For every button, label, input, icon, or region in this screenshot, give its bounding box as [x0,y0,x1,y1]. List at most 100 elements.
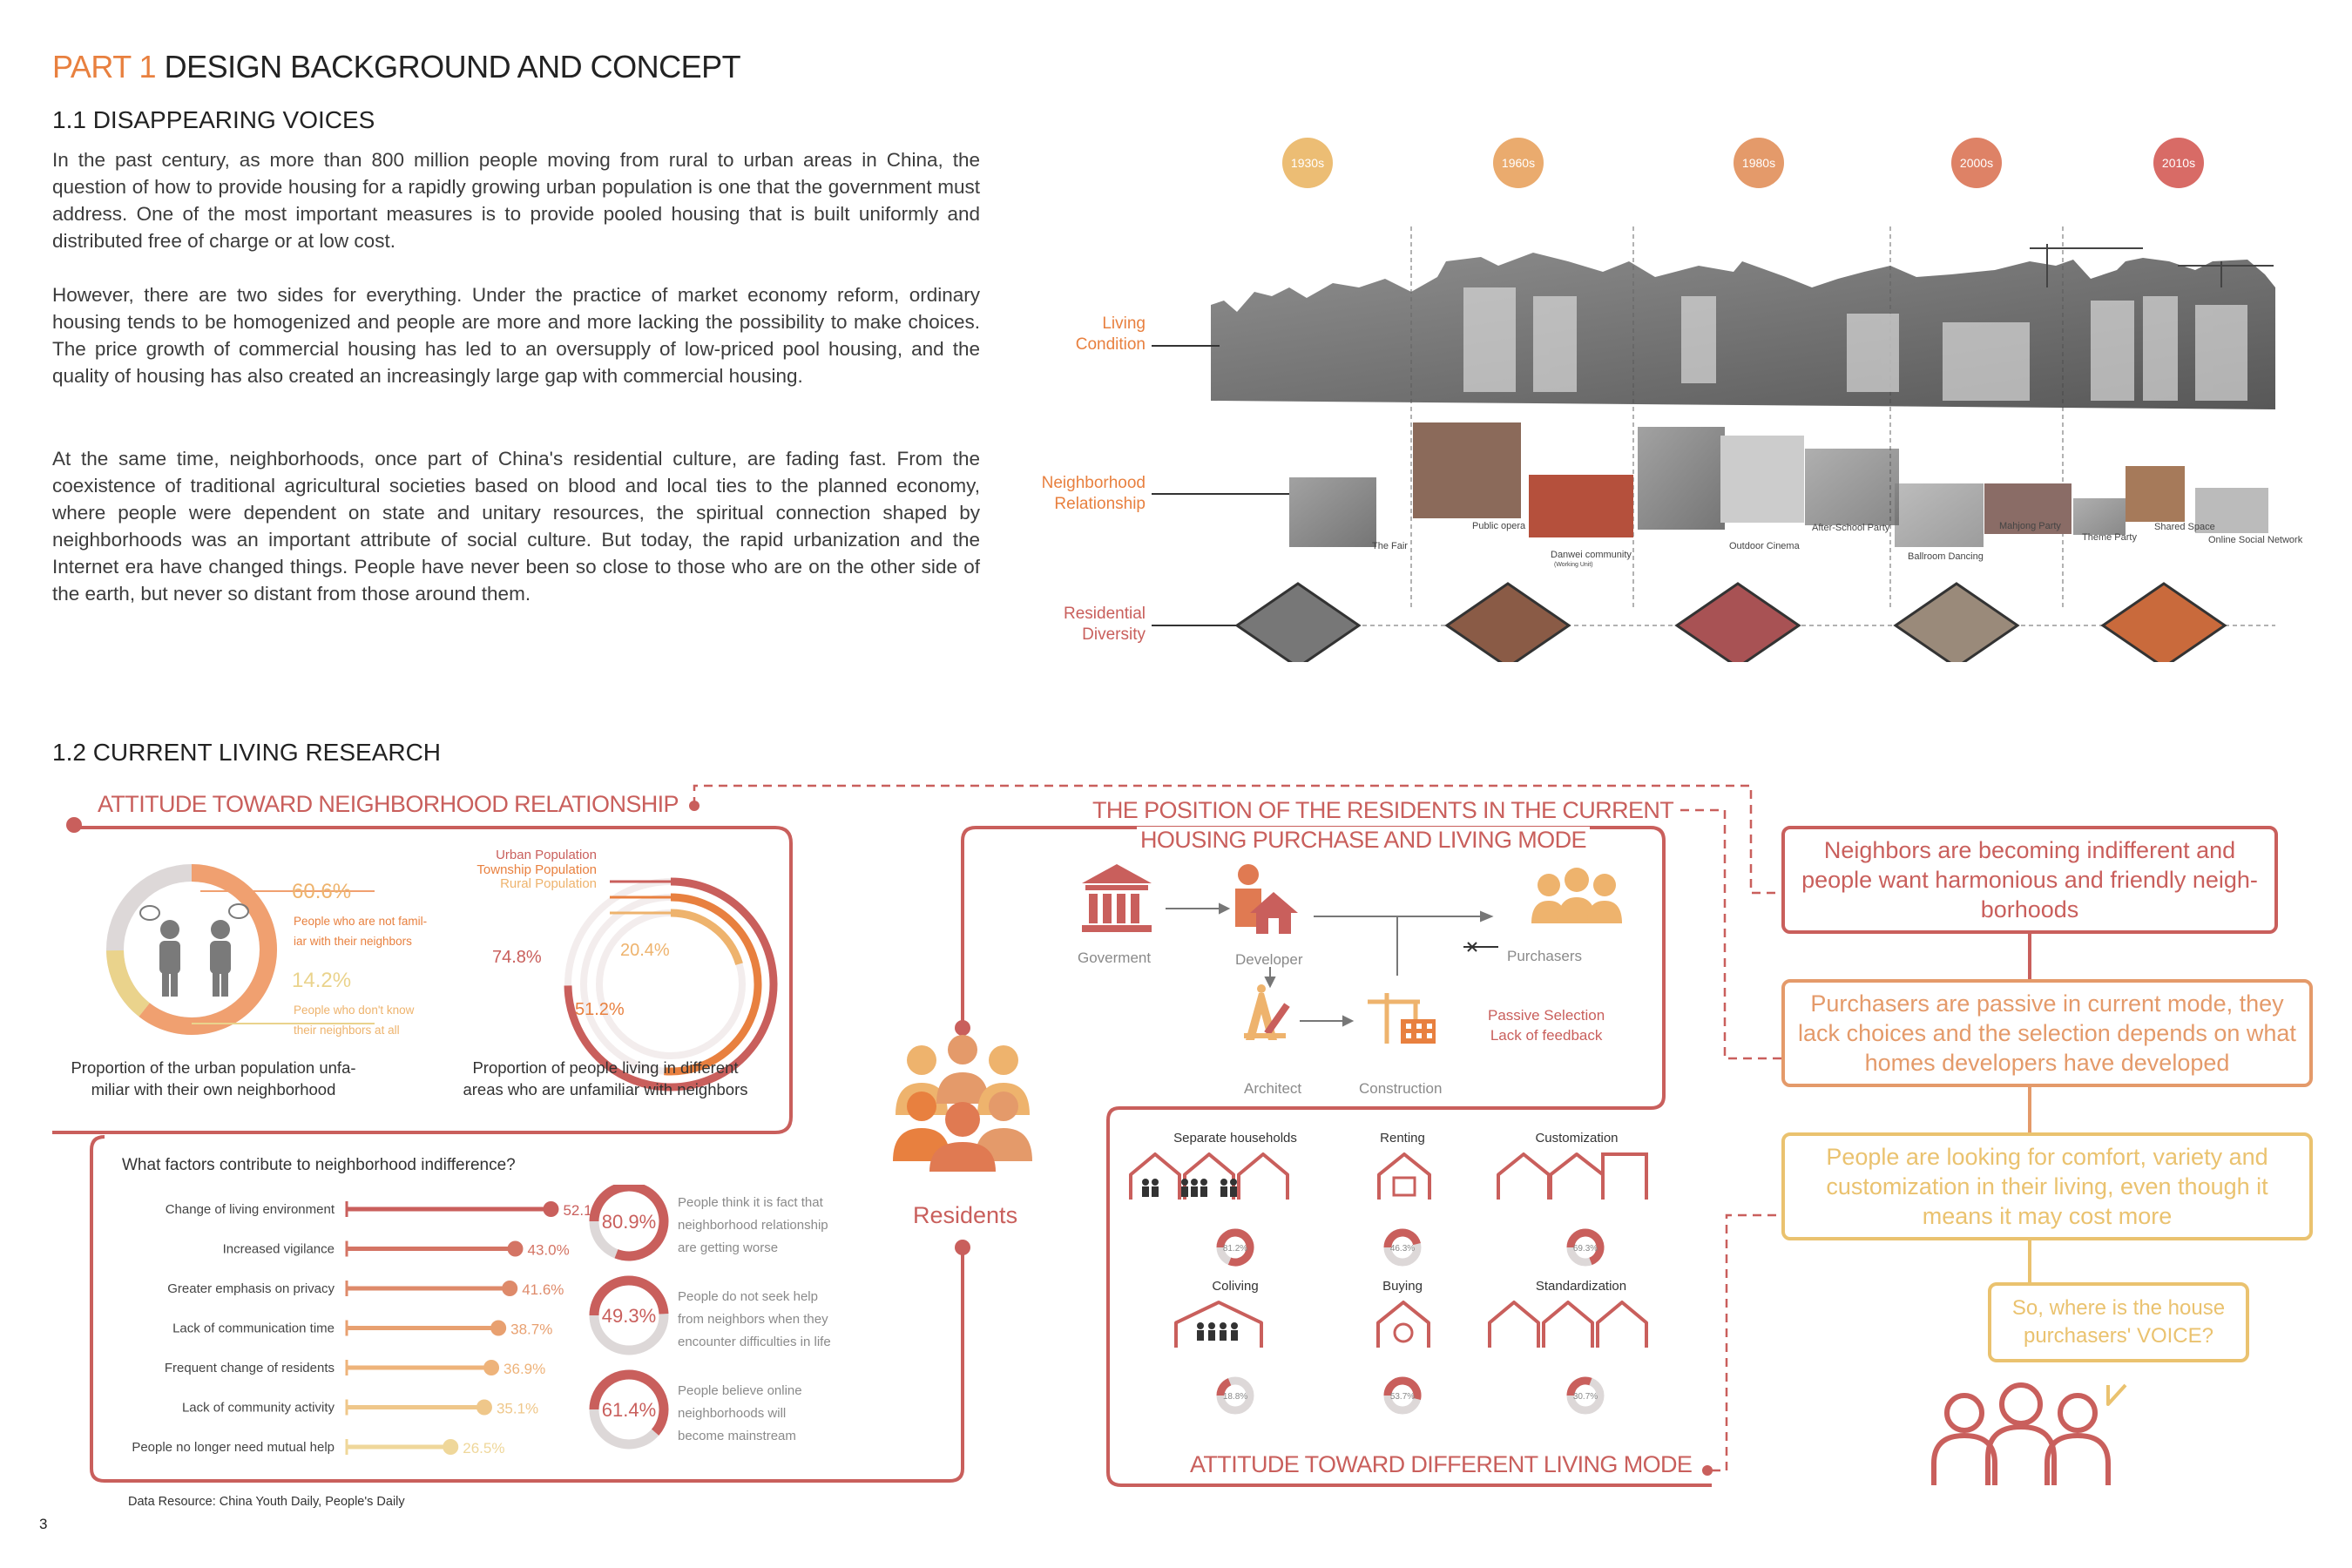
donut2-arc-urban [564,877,778,1092]
timeline-graphic: The Fair Public opera Danwei community (… [1152,226,2303,662]
factor-stats: 80.9%49.3%61.4% [589,1185,669,1450]
mode-label: Separate households [1173,1131,1297,1146]
person-icon [1208,1330,1215,1341]
donut2-caption: Proportion of people living in different… [463,1058,748,1098]
stat-ring-fill [589,1275,669,1316]
mode-ring-fill [1383,1228,1421,1248]
factor-value: 35.1% [497,1401,538,1417]
donut2-label-urban: 74.8% [492,948,542,967]
person-icon [1220,1322,1227,1329]
person-icon [1230,1186,1237,1197]
factor-value: 52.1% [563,1202,592,1219]
decade-1930s: 1930s [1282,138,1333,188]
donut1-caption: Proportion of the urban population unfa-… [71,1058,356,1098]
part-label: PART 1 [52,49,157,84]
person-icon [1197,1330,1204,1341]
residents-label: Residents [913,1202,1018,1228]
donut-unfamiliar-urban [106,864,375,1035]
mode-label: Customization [1535,1131,1618,1146]
mode-ring-fill [1216,1228,1254,1267]
person-icon [1181,1179,1188,1186]
house-icon [1596,1301,1648,1348]
donut1-segment-not-familiar [139,864,277,1035]
section1-title: 1.1 DISAPPEARING VOICES [52,106,375,133]
factor-label: Greater emphasis on privacy [167,1281,335,1296]
conclusion-box-3: People are looking for comfort, variety … [1781,1132,2313,1240]
two-people-icon [139,903,249,997]
person-icon [1231,1330,1238,1341]
legend-urban: Urban Population [496,848,597,862]
residents-icon [893,1035,1032,1172]
decade-1960s: 1960s [1493,138,1544,188]
person-icon [1230,1179,1237,1186]
construction-icon [1368,993,1436,1044]
donut1-pct1: 60.6% [292,880,352,903]
decade-2000s: 2000s [1951,138,2002,188]
donut2-label-rural: 20.4% [620,941,670,960]
legend-township: Township Population [476,862,597,877]
factor-label: Lack of communication time [172,1321,335,1336]
mode-label: Buying [1382,1279,1423,1294]
mode-ring-value: 18.8% [1223,1392,1247,1402]
data-source: Data Resource: China Youth Daily, People… [128,1495,405,1509]
person-icon [1220,1330,1227,1341]
stat-ring-fill [589,1369,669,1436]
person-icon [1191,1186,1198,1197]
neighborhood-photos [1289,422,2268,547]
stat-description: People believe online neighborhoods will… [678,1383,802,1443]
factor-value: 26.5% [463,1440,504,1456]
svg-text:Theme Party: Theme Party [2082,532,2137,543]
donut2-label-township: 51.2% [575,1000,625,1019]
decade-2010s: 2010s [2153,138,2204,188]
person-icon [1142,1186,1149,1197]
house-icon [1376,1301,1430,1348]
person-icon [1231,1322,1238,1329]
factor-dot [483,1360,500,1375]
architect-label: Architect [1244,1080,1302,1097]
mode-ring-value: 69.3% [1573,1244,1598,1254]
position-title-2: HOUSING PURCHASE AND LIVING MODE [1137,827,1590,854]
factor-value: 36.9% [504,1361,545,1377]
living-condition-collage [1211,244,2275,409]
donut1-label1: People who are not famil- iar with their… [294,915,428,948]
money-bag-icon [1393,1322,1414,1343]
house-icon [1497,1152,1551,1200]
mode-ring-value: 81.2% [1223,1244,1247,1254]
question-bubble: So, where is the house purchasers' VOICE… [1988,1282,2249,1362]
row-label-neighborhood: Neighborhood Relationship [1041,474,1146,513]
mode-ring-value: 30.7% [1573,1392,1598,1402]
factors-chart: Change of living environment52.1%Increas… [132,1201,592,1456]
stat-description: People do not seek help from neighbors w… [678,1289,831,1349]
row-label-living: Living Condition [1075,314,1146,354]
person-icon [1200,1179,1207,1186]
purchasers-label: Purchasers [1507,948,1582,964]
developer-label: Developer [1235,951,1303,968]
factor-label: Change of living environment [166,1202,335,1217]
stat-ring-value: 61.4% [602,1399,656,1421]
position-diagram [1082,864,1622,1044]
conclusion-box-1: Neighbors are becoming indifferent and p… [1781,826,2278,934]
mode-ring-fill [1566,1376,1592,1396]
developer-icon [1235,864,1298,934]
attitude-charts [106,864,778,1092]
mode-ring-value: 53.7% [1390,1392,1415,1402]
page-number: 3 [39,1516,48,1532]
person-icon [1191,1179,1198,1186]
stat-ring-fill [589,1185,669,1261]
government-label: Goverment [1078,950,1152,966]
house-icon [1129,1152,1181,1200]
purchasers-icon [1531,868,1622,923]
factor-dot [490,1320,507,1336]
mode-label: Renting [1380,1131,1425,1146]
house-icon [1542,1301,1594,1348]
factor-dot [502,1281,518,1296]
factor-dot [543,1201,559,1217]
government-icon [1082,864,1152,932]
person-icon [1200,1186,1207,1197]
donut2-arc-township [664,893,762,1076]
house-icon [1377,1152,1431,1200]
diversity-diamonds [1234,582,2227,662]
svg-text:After-School Party: After-School Party [1812,523,1890,533]
mode-ring-fill [1216,1378,1232,1396]
mode-ring-fill [1383,1376,1422,1400]
